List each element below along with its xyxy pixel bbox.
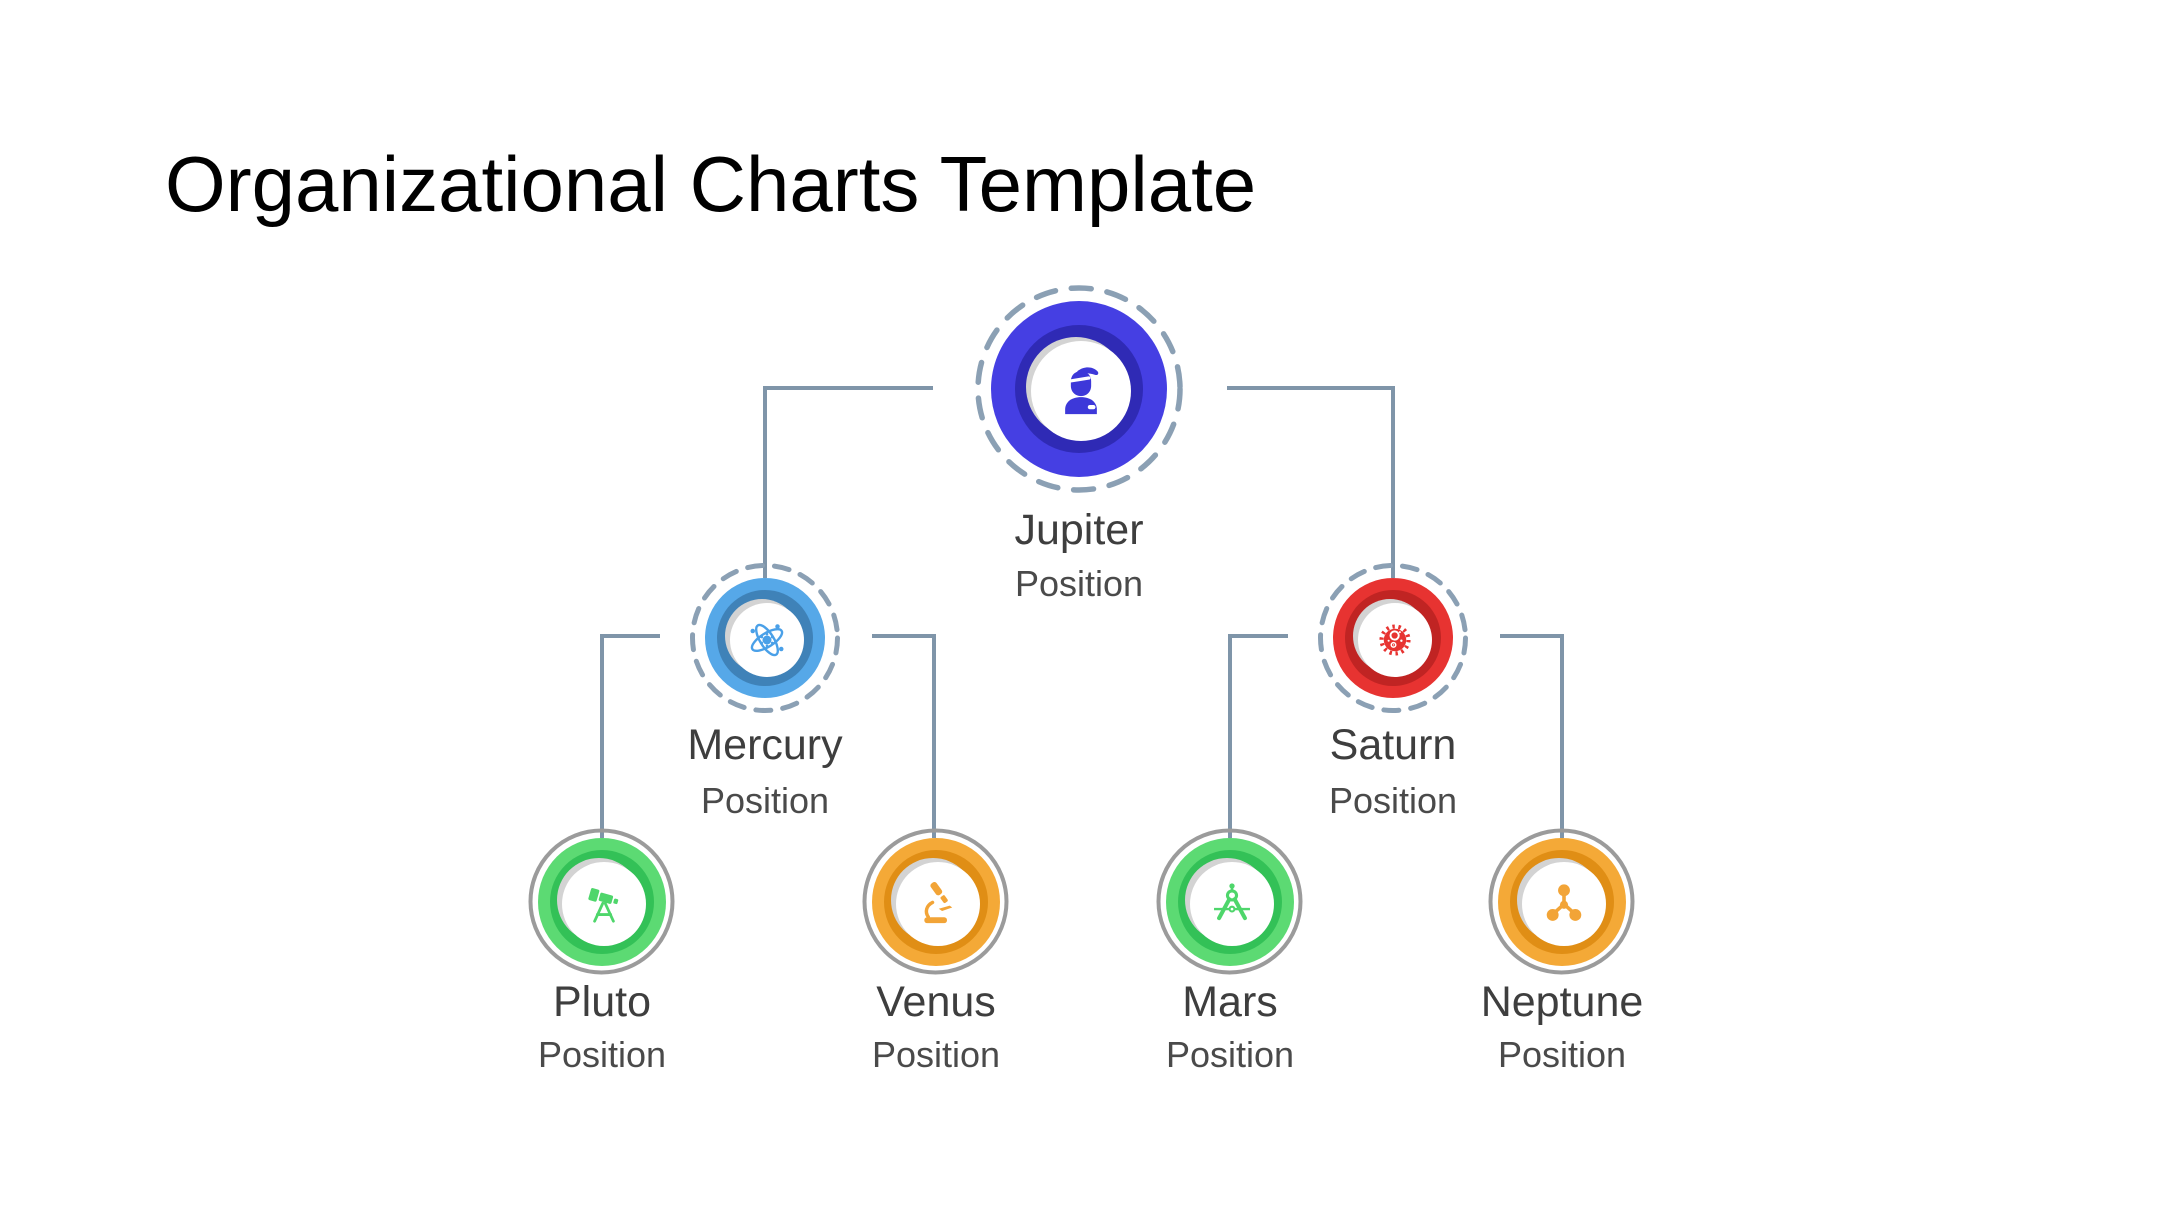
connector-down-mars bbox=[1228, 634, 1232, 838]
connector-mercury-right bbox=[872, 634, 934, 638]
node-name: Saturn bbox=[1329, 721, 1457, 769]
node-name: Mercury bbox=[687, 721, 843, 769]
org-node-pluto[interactable]: Pluto Position bbox=[528, 828, 675, 1075]
node-disc bbox=[895, 861, 980, 946]
node-ring-inner bbox=[1345, 590, 1441, 686]
solid-border-circle bbox=[862, 828, 1009, 975]
solid-border-circle bbox=[1488, 828, 1635, 975]
dashed-border-circle bbox=[690, 563, 840, 713]
node-ring-inner bbox=[549, 849, 654, 954]
node-position-label: Position bbox=[700, 780, 830, 821]
node-position-label: Position bbox=[871, 1034, 1001, 1075]
manager-icon bbox=[1065, 367, 1099, 415]
dashed-border-circle bbox=[1318, 563, 1468, 713]
node-position-label: Position bbox=[1497, 1034, 1627, 1075]
connector-mercury-left bbox=[600, 634, 660, 638]
org-node-venus[interactable]: Venus Position bbox=[862, 828, 1009, 1075]
molecule-icon bbox=[1546, 883, 1581, 921]
microscope-icon bbox=[923, 881, 952, 923]
node-ring-inner bbox=[1509, 849, 1614, 954]
node-ring bbox=[1497, 837, 1626, 966]
connector-down-saturn bbox=[1391, 386, 1395, 578]
connector-saturn-right bbox=[1500, 634, 1562, 638]
node-ring-inner bbox=[1177, 849, 1282, 954]
node-ring bbox=[991, 301, 1167, 477]
telescope-icon bbox=[587, 887, 618, 923]
org-node-saturn[interactable]: Saturn Position bbox=[1318, 563, 1468, 821]
node-ring bbox=[1333, 578, 1453, 698]
node-disc bbox=[1189, 861, 1274, 946]
node-name: Neptune bbox=[1480, 978, 1644, 1026]
node-ring-inner bbox=[1015, 325, 1143, 453]
node-disc bbox=[730, 603, 804, 677]
node-name: Pluto bbox=[552, 978, 651, 1026]
node-position-label: Position bbox=[1165, 1034, 1295, 1075]
node-ring-inner bbox=[883, 849, 988, 954]
org-node-jupiter[interactable]: Jupiter Position bbox=[975, 285, 1183, 604]
page-title: Organizational Charts Template bbox=[165, 140, 1257, 228]
solid-border-circle bbox=[528, 828, 675, 975]
connector-jupiter-right bbox=[1227, 386, 1395, 390]
org-node-neptune[interactable]: Neptune Position bbox=[1481, 828, 1643, 1075]
node-name: Mars bbox=[1182, 978, 1278, 1026]
node-disc bbox=[561, 861, 646, 946]
node-disc bbox=[1031, 341, 1131, 441]
connector-saturn-left bbox=[1228, 634, 1288, 638]
node-ring bbox=[537, 837, 666, 966]
node-ring bbox=[705, 578, 825, 698]
virus-icon bbox=[1379, 624, 1411, 656]
node-name: Jupiter bbox=[1014, 506, 1144, 554]
org-node-mercury[interactable]: Mercury Position bbox=[687, 563, 843, 821]
node-ring-inner bbox=[717, 590, 813, 686]
dashed-border-circle bbox=[975, 285, 1183, 493]
node-disc bbox=[1358, 603, 1432, 677]
solid-border-circle bbox=[1156, 828, 1303, 975]
connector-jupiter-left bbox=[765, 386, 933, 390]
connector-down-neptune bbox=[1560, 634, 1564, 838]
node-position-label: Position bbox=[537, 1034, 667, 1075]
org-node-mars[interactable]: Mars Position bbox=[1156, 828, 1303, 1075]
node-disc bbox=[1521, 861, 1606, 946]
node-position-label: Position bbox=[1328, 780, 1458, 821]
node-ring bbox=[1165, 837, 1294, 966]
connector-down-venus bbox=[932, 634, 936, 838]
compass-icon bbox=[1213, 882, 1250, 920]
node-name: Venus bbox=[876, 978, 996, 1026]
atom-icon bbox=[750, 623, 784, 657]
connector-down-pluto bbox=[600, 634, 604, 838]
node-ring bbox=[871, 837, 1000, 966]
node-position-label: Position bbox=[1014, 563, 1144, 604]
connector-down-mercury bbox=[763, 386, 767, 578]
